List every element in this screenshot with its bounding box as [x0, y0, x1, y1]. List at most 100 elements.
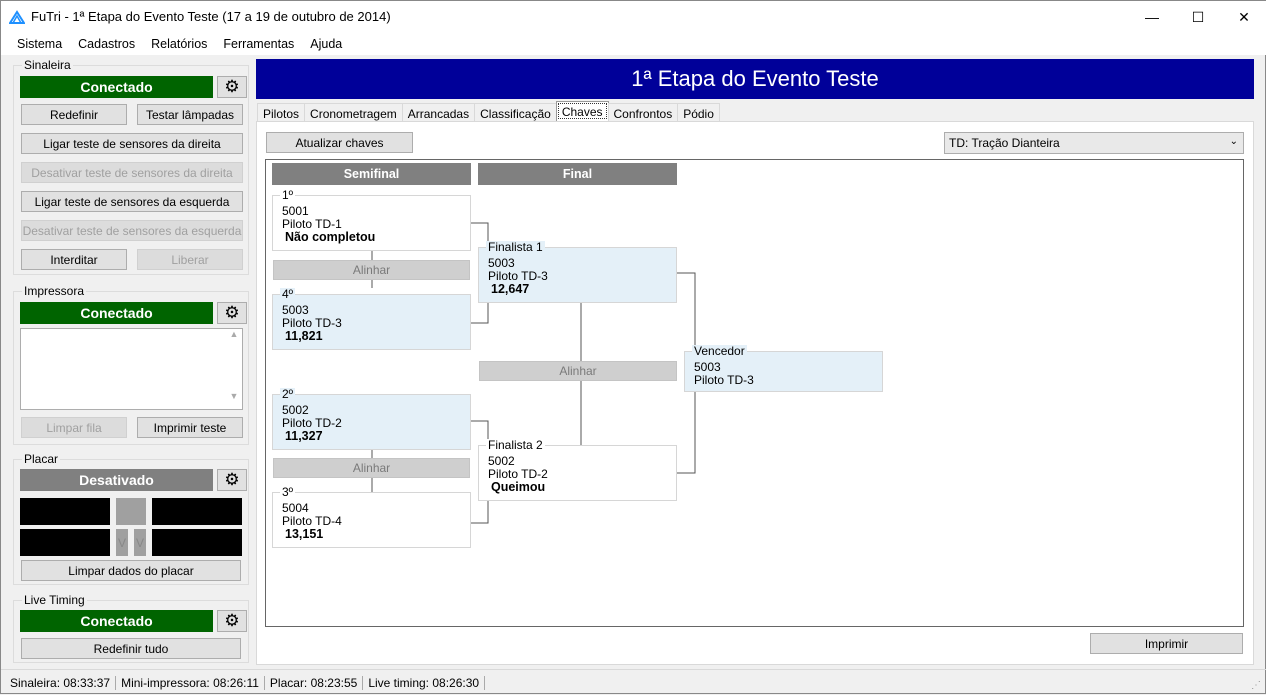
impressora-status: Conectado: [20, 302, 213, 324]
result: 11,821: [285, 329, 323, 343]
maximize-button[interactable]: ☐: [1191, 8, 1205, 25]
slot-position: 2º: [280, 387, 296, 401]
impressora-group: Impressora Conectado ⚙ ▲▼ Limpar fila Im…: [13, 284, 249, 445]
categoria-select[interactable]: TD: Tração Dianteira ⌄: [944, 132, 1244, 154]
car-number: 5001: [282, 204, 309, 218]
menu-cadastros[interactable]: Cadastros: [78, 37, 136, 51]
atualizar-chaves-button[interactable]: Atualizar chaves: [266, 132, 413, 153]
group-label: Placar: [22, 452, 61, 466]
ligar-direita-button[interactable]: Ligar teste de sensores da direita: [21, 133, 243, 154]
pilot-name: Piloto TD-3: [694, 373, 754, 387]
imprimir-teste-button[interactable]: Imprimir teste: [137, 417, 243, 438]
pilot-name: Piloto TD-4: [282, 514, 342, 528]
menu-bar: Sistema Cadastros Relatórios Ferramentas…: [1, 33, 1266, 55]
tab-arrancadas[interactable]: Arrancadas: [401, 103, 476, 121]
status-live-timing: Live timing: 08:26:30: [363, 675, 486, 690]
alinhar-button[interactable]: Alinhar: [479, 361, 677, 381]
tab-pilotos[interactable]: Pilotos: [257, 103, 306, 121]
title-bar: FuTri - 1ª Etapa do Evento Teste (17 a 1…: [1, 1, 1266, 33]
slot-position: 1º: [280, 188, 296, 202]
gear-icon[interactable]: ⚙: [217, 302, 247, 324]
status-sinaleira: Sinaleira: 08:33:37: [5, 675, 117, 690]
finalista-1: Finalista 1 5003 Piloto TD-3 12,647: [478, 241, 677, 303]
result: Não completou: [285, 230, 376, 244]
resize-grip-icon[interactable]: ⋰: [1251, 680, 1261, 691]
sinaleira-group: Sinaleira Conectado ⚙ Redefinir Testar l…: [13, 58, 249, 275]
semifinal-header: Semifinal: [272, 163, 471, 185]
slot-position: Finalista 1: [486, 240, 545, 254]
car-number: 5003: [488, 256, 515, 270]
page-title: 1ª Etapa do Evento Teste: [256, 59, 1254, 99]
status-placar: Placar: 08:23:55: [265, 675, 364, 690]
pilot-name: Piloto TD-1: [282, 217, 342, 231]
desativar-direita-button[interactable]: Desativar teste de sensores da direita: [21, 162, 243, 183]
live-status: Conectado: [20, 610, 213, 632]
result: 12,647: [491, 282, 530, 296]
tab-strip: Pilotos Cronometragem Arrancadas Classif…: [257, 101, 720, 121]
status-bar: Sinaleira: 08:33:37 Mini-impressora: 08:…: [1, 669, 1266, 695]
placar-display-right-bottom: [152, 529, 242, 556]
result: 11,327: [285, 429, 323, 443]
slot-position: Vencedor: [692, 344, 747, 358]
interditar-button[interactable]: Interditar: [21, 249, 127, 270]
semifinal-slot-3: 3º 5004 Piloto TD-4 13,151: [272, 486, 471, 548]
redefinir-button[interactable]: Redefinir: [21, 104, 127, 125]
car-number: 5003: [694, 360, 721, 374]
gear-icon[interactable]: ⚙: [217, 76, 247, 98]
alinhar-button[interactable]: Alinhar: [273, 458, 470, 478]
app-logo-icon: [9, 10, 25, 24]
tab-chaves[interactable]: Chaves: [555, 101, 609, 121]
placar-status: Desativado: [20, 469, 213, 491]
liberar-button[interactable]: Liberar: [137, 249, 243, 270]
final-header: Final: [478, 163, 677, 185]
result: Queimou: [491, 480, 546, 494]
placar-display-left-bottom: [20, 529, 110, 556]
semifinal-slot-4: 4º 5003 Piloto TD-3 11,821: [272, 288, 471, 350]
gear-icon[interactable]: ⚙: [217, 610, 247, 632]
finalista-2: Finalista 2 5002 Piloto TD-2 Queimou: [478, 439, 677, 501]
desativar-esquerda-button[interactable]: Desativar teste de sensores da esquerda: [21, 220, 243, 241]
slot-position: 4º: [280, 287, 296, 301]
print-queue-list[interactable]: ▲▼: [20, 328, 243, 410]
group-label: Impressora: [22, 284, 87, 298]
pilot-name: Piloto TD-2: [282, 416, 342, 430]
tab-classificacao[interactable]: Classificação: [474, 103, 557, 121]
limpar-placar-button[interactable]: Limpar dados do placar: [21, 560, 241, 581]
slot-position: 3º: [280, 485, 296, 499]
scrollbar[interactable]: ▲▼: [229, 329, 239, 401]
group-label: Sinaleira: [22, 58, 73, 72]
tab-podio[interactable]: Pódio: [677, 103, 720, 121]
pilot-name: Piloto TD-2: [488, 467, 548, 481]
close-button[interactable]: ✕: [1238, 8, 1250, 25]
placar-display-right-top: [152, 498, 242, 525]
gear-icon[interactable]: ⚙: [217, 469, 247, 491]
ligar-esquerda-button[interactable]: Ligar teste de sensores da esquerda: [21, 191, 243, 212]
chevron-down-icon: ⌄: [1229, 136, 1238, 147]
limpar-fila-button[interactable]: Limpar fila: [21, 417, 127, 438]
semifinal-slot-1: 1º 5001 Piloto TD-1 Não completou: [272, 189, 471, 251]
tab-cronometragem[interactable]: Cronometragem: [304, 103, 403, 121]
slot-position: Finalista 2: [486, 438, 545, 452]
placar-v-right: V: [134, 529, 146, 556]
group-label: Live Timing: [22, 593, 87, 607]
placar-display-left-top: [20, 498, 110, 525]
menu-ajuda[interactable]: Ajuda: [310, 37, 343, 51]
alinhar-button[interactable]: Alinhar: [273, 260, 470, 280]
car-number: 5004: [282, 501, 309, 515]
testar-lampadas-button[interactable]: Testar lâmpadas: [137, 104, 243, 125]
imprimir-button[interactable]: Imprimir: [1090, 633, 1243, 654]
placar-group: Placar Desativado ⚙ V V Limpar dados do …: [13, 452, 249, 585]
status-mini-impressora: Mini-impressora: 08:26:11: [116, 675, 265, 690]
menu-relatorios[interactable]: Relatórios: [151, 37, 208, 51]
car-number: 5002: [282, 403, 309, 417]
window-title: FuTri - 1ª Etapa do Evento Teste (17 a 1…: [31, 9, 391, 24]
placar-v-left: V: [116, 529, 128, 556]
result: 13,151: [285, 527, 324, 541]
redefinir-tudo-button[interactable]: Redefinir tudo: [21, 638, 241, 659]
minimize-button[interactable]: —: [1145, 9, 1159, 25]
pilot-name: Piloto TD-3: [282, 316, 342, 330]
menu-sistema[interactable]: Sistema: [17, 37, 63, 51]
tab-confrontos[interactable]: Confrontos: [607, 103, 679, 121]
menu-ferramentas[interactable]: Ferramentas: [223, 37, 295, 51]
